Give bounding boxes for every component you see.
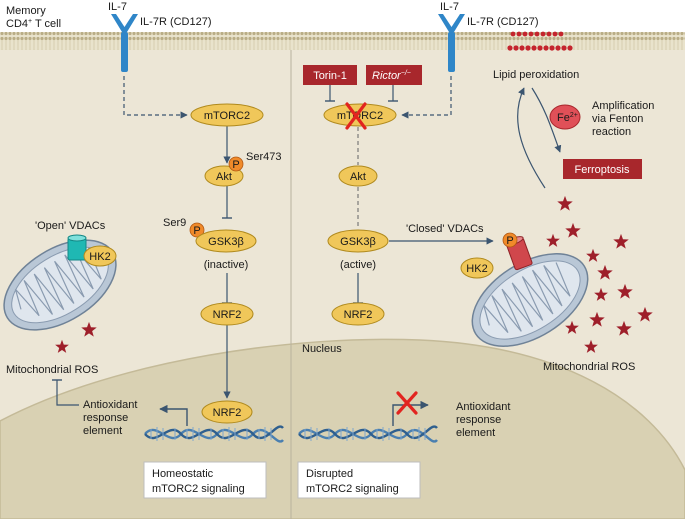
svg-text:NRF2: NRF2 [213, 309, 242, 321]
svg-text:GSK3β: GSK3β [208, 236, 244, 248]
nrf2-node-left: NRF2 [200, 302, 254, 326]
ros-feedback-inhibitor-line [56, 380, 79, 406]
il7r-to-mtorc2-arrow [123, 76, 188, 119]
svg-text:P: P [193, 225, 200, 237]
svg-text:Rictor−/−: Rictor−/− [372, 70, 411, 82]
gsk-state-right: (active) [340, 259, 376, 271]
mitochondrion-right [471, 253, 589, 347]
il7r-label-left: IL-7R (CD127) [140, 16, 212, 28]
ferroptosis-box: Ferroptosis [563, 159, 642, 179]
svg-text:HK2: HK2 [466, 263, 487, 275]
svg-text:Ferroptosis: Ferroptosis [574, 164, 630, 176]
svg-text:Homeostatic: Homeostatic [152, 468, 214, 480]
il7r-receptor-right-icon [438, 14, 465, 72]
are-right-line3: element [456, 427, 495, 439]
lipid-peroxidation-dots [507, 31, 573, 51]
gsk3b-node-left: GSK3β [195, 229, 257, 253]
phospho-badge-gsk: P [189, 222, 205, 238]
mtorc2-node-right: mTORC2 [323, 103, 397, 127]
vdac-open-icon [67, 234, 87, 261]
gsk3b-node-right: GSK3β [327, 229, 389, 253]
nucleus-label: Nucleus [302, 343, 342, 355]
svg-text:Disrupted: Disrupted [306, 468, 353, 480]
svg-text:GSK3β: GSK3β [340, 236, 376, 248]
red-x-are-icon [396, 391, 418, 415]
nrf2-node-right: NRF2 [331, 302, 385, 326]
are-left-line3: element [83, 425, 122, 437]
amplification-line1: Amplification [592, 100, 654, 112]
svg-text:Akt: Akt [350, 171, 366, 183]
are-left-line1: Antioxidant [83, 399, 137, 411]
red-x-mtorc2-icon [345, 102, 367, 130]
homeostatic-caption-box: Homeostatic mTORC2 signaling [143, 461, 267, 499]
svg-text:mTORC2 signaling: mTORC2 signaling [306, 483, 399, 495]
disrupted-caption-box: Disrupted mTORC2 signaling [297, 461, 421, 499]
rictor-knockout-box: Rictor−/− [366, 65, 422, 85]
svg-text:Fe2+: Fe2+ [557, 112, 578, 124]
hk2-node-right: HK2 [460, 257, 494, 279]
lipid-to-ferroptosis-arrow [531, 87, 562, 153]
svg-text:NRF2: NRF2 [213, 407, 242, 419]
cell-label-line2: CD4+ T cell [6, 18, 61, 30]
svg-text:mTORC2: mTORC2 [204, 110, 250, 122]
are-blocked-arrow [392, 400, 429, 426]
nrf2-nuclear-node: NRF2 [201, 400, 253, 424]
svg-text:P: P [232, 159, 239, 171]
cell-label-line1: Memory [6, 5, 46, 17]
il7r-to-mtorc2-right-arrow [401, 76, 452, 119]
svg-text:mTORC2: mTORC2 [337, 110, 383, 122]
are-left-line2: response [83, 412, 128, 424]
cell-membrane [0, 32, 685, 50]
hk2-node-left: HK2 [83, 245, 117, 267]
il7r-receptor-left-icon [111, 14, 138, 72]
gsk-state-left: (inactive) [204, 259, 249, 271]
il7-ligand-left: IL-7 [108, 1, 127, 13]
phospho-badge-akt: P [228, 156, 244, 172]
svg-text:Torin-1: Torin-1 [313, 70, 347, 82]
akt-site-label: Ser473 [246, 151, 281, 163]
fe2-ion-node: Fe2+ [549, 104, 581, 130]
are-activation-arrow [159, 404, 188, 426]
mito-ros-label-left: Mitochondrial ROS [6, 364, 98, 376]
are-right-line1: Antioxidant [456, 401, 510, 413]
svg-text:NRF2: NRF2 [344, 309, 373, 321]
torin-inhibitor-box: Torin-1 [303, 65, 357, 85]
phospho-badge-vdac: P [502, 232, 518, 248]
dna-helix-left-icon [144, 425, 284, 443]
il7-ligand-right: IL-7 [440, 1, 459, 13]
svg-text:mTORC2 signaling: mTORC2 signaling [152, 483, 245, 495]
amplification-line3: reaction [592, 126, 631, 138]
mtorc2-node-left: mTORC2 [190, 103, 264, 127]
svg-text:Akt: Akt [216, 171, 232, 183]
svg-text:P: P [506, 235, 513, 247]
ros-to-lipid-arrow [517, 87, 546, 189]
il7r-label-right: IL-7R (CD127) [467, 16, 539, 28]
extracellular-space [0, 0, 685, 32]
vdac-open-label: 'Open' VDACs [35, 220, 106, 232]
vdac-closed-label: 'Closed' VDACs [406, 223, 484, 235]
lipid-peroxidation-label: Lipid peroxidation [493, 69, 579, 81]
akt-node-left: Akt [204, 165, 244, 187]
gsk-site-label: Ser9 [163, 217, 186, 229]
mito-ros-label-right: Mitochondrial ROS [543, 361, 635, 373]
dna-helix-right-icon [298, 425, 438, 443]
akt-node-right: Akt [338, 165, 378, 187]
svg-text:HK2: HK2 [89, 251, 110, 263]
amplification-line2: via Fenton [592, 113, 643, 125]
are-right-line2: response [456, 414, 501, 426]
